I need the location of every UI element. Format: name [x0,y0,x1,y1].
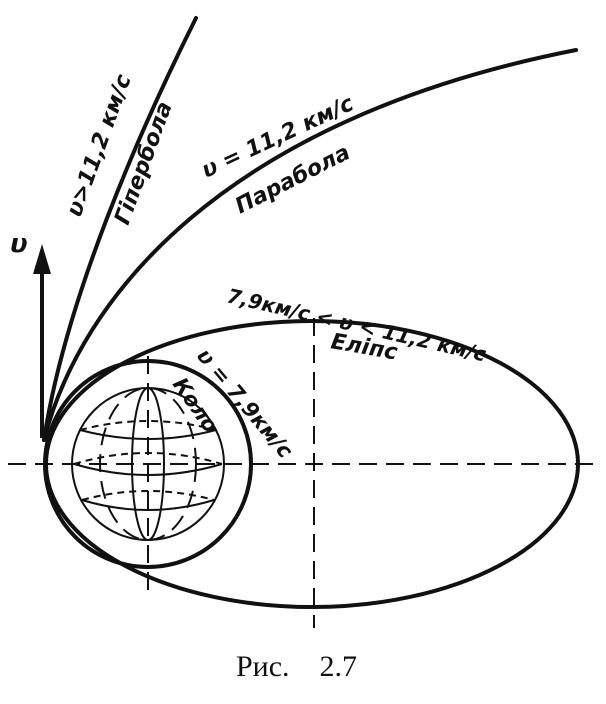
figure-caption: Рис. 2.7 [236,650,357,683]
velocity-arrow [33,244,51,438]
parabola-trajectory [42,48,578,442]
circular-orbit [43,359,253,569]
hyperbola-trajectory [42,16,198,442]
velocity-label: υ [10,229,28,259]
earth-globe [71,387,225,541]
